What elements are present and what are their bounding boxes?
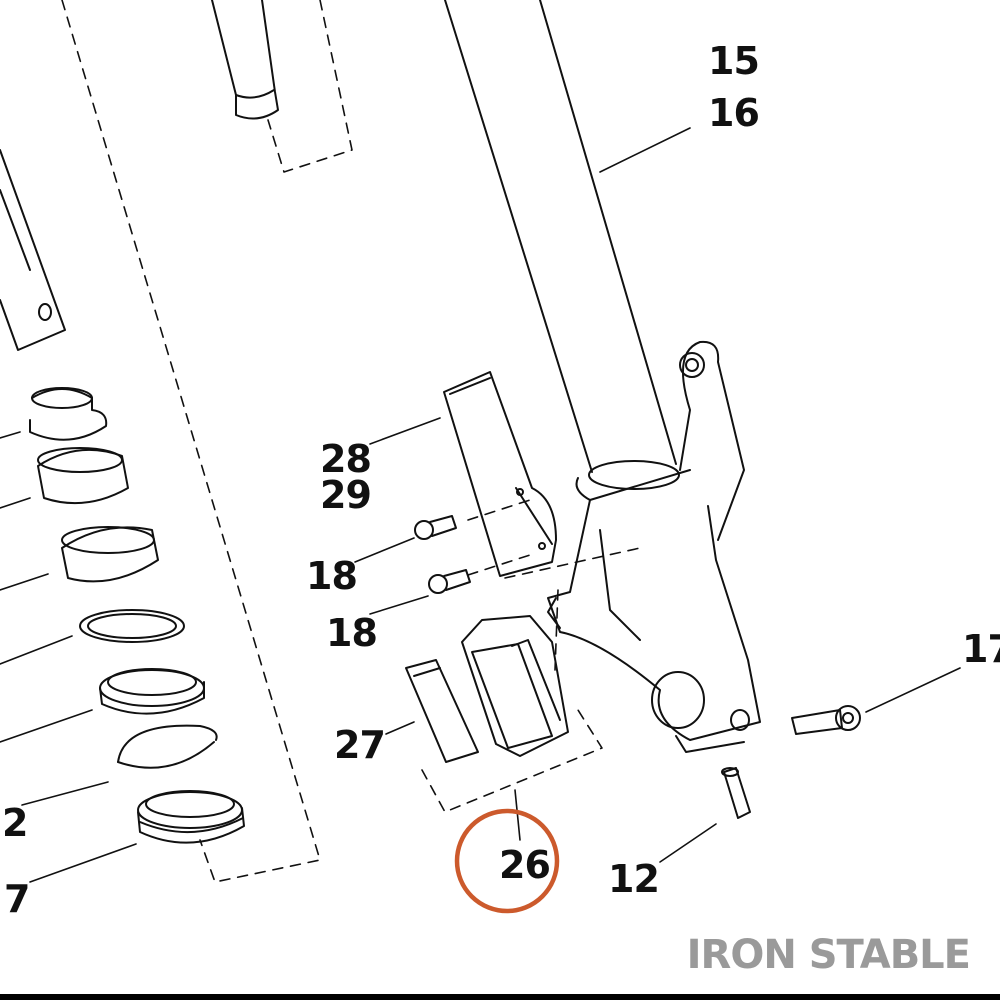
callout-27: 27 [334,723,386,767]
part-27-pad [405,659,479,763]
pin-12 [721,767,751,819]
leader-lines-left [0,431,137,883]
callout-28: 28 [320,437,372,481]
assembly-guide-lines [61,0,641,883]
highlight-circle [454,808,560,914]
callout-7: 7 [4,877,30,921]
air-shaft [211,0,279,120]
part-26-housing [461,615,569,757]
bottom-border [0,994,1000,1000]
callout-2: 2 [2,801,28,845]
callout-29: 29 [320,473,372,517]
stanchion-tube [0,149,66,351]
callout-12: 12 [608,857,660,901]
watermark: IRON STABLE [686,932,971,978]
leader-lines-right [354,127,961,863]
callout-26: 26 [499,843,551,887]
seal-stack [29,387,245,844]
callout-17: 17 [962,627,1000,671]
screws-18 [414,515,471,594]
fork-guard [443,371,557,577]
callout-18-top: 18 [306,554,358,598]
bolt-17 [791,705,861,735]
callout-16: 16 [708,91,760,135]
callout-18-bottom: 18 [326,611,378,655]
lower-leg [444,0,761,753]
callout-15: 15 [708,39,760,83]
